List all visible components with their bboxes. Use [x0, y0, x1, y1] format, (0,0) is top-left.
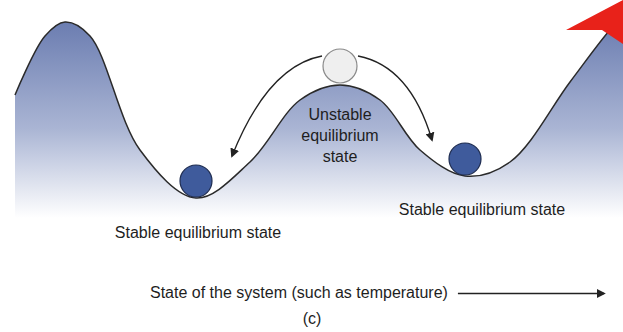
landscape-curve: [15, 18, 623, 198]
landscape-fill: [15, 18, 623, 218]
unstable-ball: [323, 49, 357, 83]
pointer-mark: [566, 0, 623, 44]
state-label: Unstable equilibrium state: [292, 104, 388, 167]
panel-caption: (c): [282, 308, 342, 329]
axis-arrow: [458, 293, 604, 294]
state-label: Stable equilibrium state: [113, 222, 283, 243]
state-label: Stable equilibrium state: [397, 199, 567, 220]
axis-label: State of the system (such as temperature…: [150, 282, 448, 303]
stable-ball: [180, 165, 212, 197]
stable-ball: [449, 143, 481, 175]
